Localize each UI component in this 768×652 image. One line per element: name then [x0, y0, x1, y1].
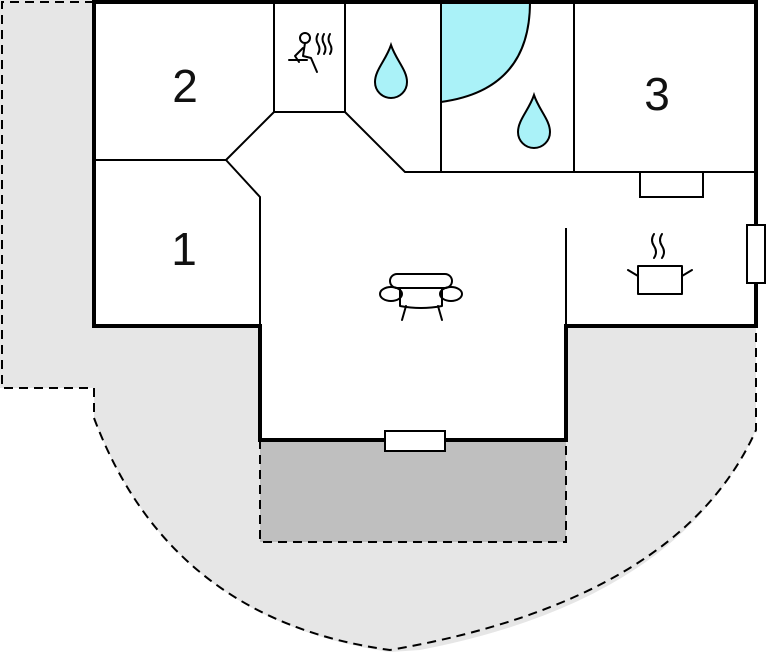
room-label-1: 1 [171, 223, 197, 275]
terrace-door [384, 430, 446, 452]
exterior-wall [92, 0, 758, 442]
window-east [746, 224, 766, 284]
interior-walls [94, 2, 756, 326]
room-label-2: 2 [172, 60, 198, 112]
cooking-pot-icon [627, 233, 693, 295]
sofa-icon [379, 273, 463, 321]
water-drop-icon [516, 91, 552, 149]
house-floor [94, 2, 756, 440]
sauna-icon [288, 32, 333, 73]
terrace-boundary [259, 440, 567, 543]
terrace [260, 440, 566, 542]
pool [440, 0, 532, 104]
water-drop-icon [373, 41, 409, 99]
room-label-3: 3 [644, 68, 670, 120]
